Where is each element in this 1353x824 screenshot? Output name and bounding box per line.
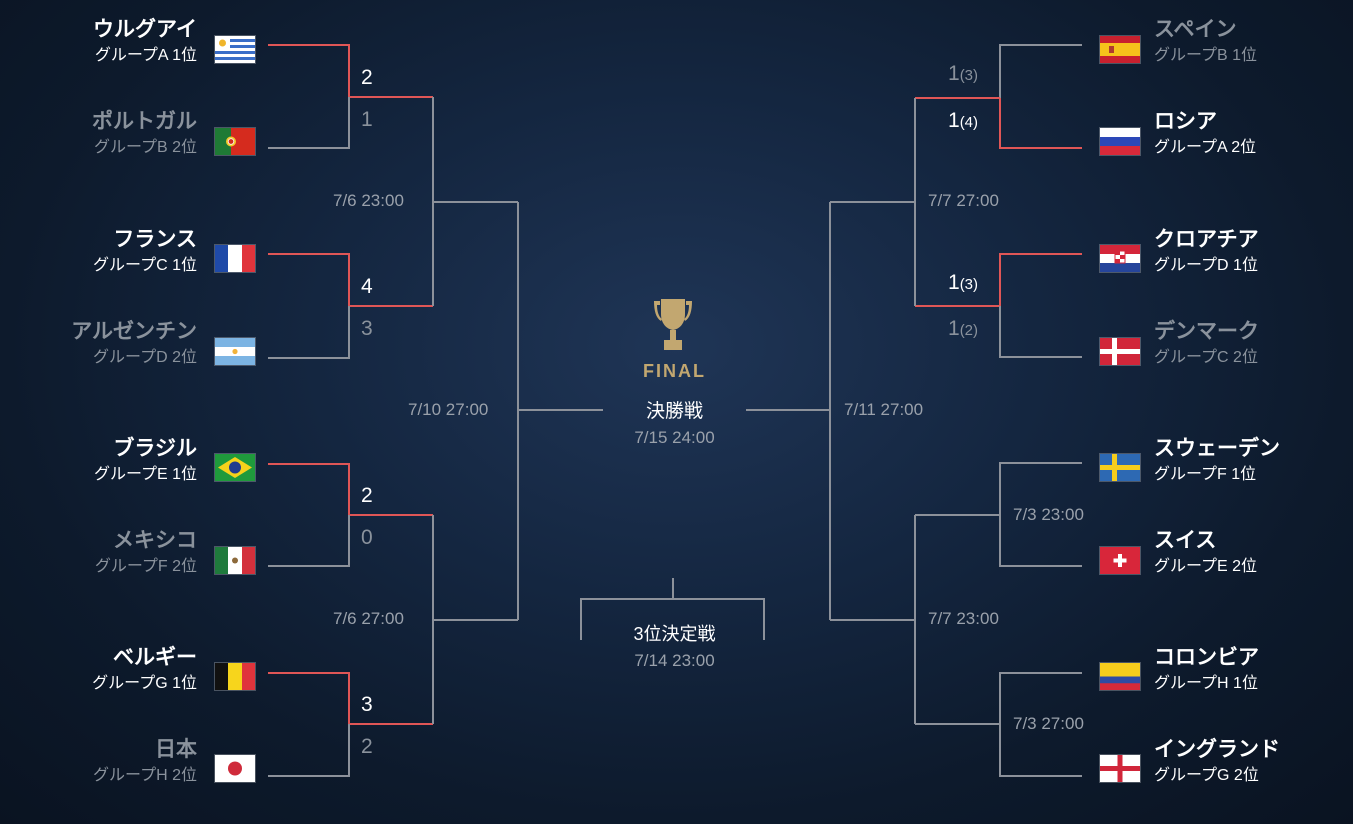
team-name: スウェーデン	[1154, 437, 1280, 460]
switzerland-flag	[1099, 546, 1141, 575]
team-denmark[interactable]: デンマーク グループC 2位	[1154, 320, 1344, 372]
match-time-qf-left-bottom: 7/6 27:00	[333, 609, 404, 628]
score-portugal: 1	[361, 108, 373, 131]
sweden-flag	[1099, 453, 1141, 482]
brazil-flag	[214, 453, 256, 482]
match-time-sf-left: 7/10 27:00	[408, 400, 489, 419]
final-title: 決勝戦	[645, 401, 703, 422]
team-uruguay[interactable]: ウルグアイ グループA 1位	[0, 18, 197, 70]
japan-flag	[214, 754, 256, 783]
team-name: ブラジル	[113, 437, 197, 460]
denmark-flag	[1099, 337, 1141, 366]
team-name: スイス	[1154, 529, 1217, 552]
portugal-flag	[214, 127, 256, 156]
team-group: グループF 2位	[94, 558, 197, 575]
match-time-qf-right-bottom: 7/7 23:00	[928, 609, 999, 628]
score-mexico: 0	[361, 526, 373, 549]
trophy-icon	[650, 296, 696, 354]
score-argentina: 3	[361, 317, 373, 340]
france-flag	[214, 244, 256, 273]
score-japan: 2	[361, 735, 373, 758]
team-colombia[interactable]: コロンビア グループH 1位	[1154, 646, 1344, 698]
team-mexico[interactable]: メキシコ グループF 2位	[0, 529, 197, 581]
match-time-r16-col-eng: 7/3 27:00	[1013, 714, 1084, 733]
final-time: 7/15 24:00	[634, 428, 715, 447]
team-group: グループE 1位	[93, 466, 197, 483]
score-france: 4	[361, 275, 373, 298]
team-name: デンマーク	[1154, 320, 1259, 343]
score-russia: 1(4)	[948, 109, 978, 135]
match-time-r16-swe-sui: 7/3 23:00	[1013, 505, 1084, 524]
team-belgium[interactable]: ベルギー グループG 1位	[0, 646, 197, 698]
match-time-qf-right-top: 7/7 27:00	[928, 191, 999, 210]
team-brazil[interactable]: ブラジル グループE 1位	[0, 437, 197, 489]
score-value: 1	[948, 109, 960, 132]
team-group: グループG 2位	[1154, 767, 1259, 784]
uruguay-flag	[214, 35, 256, 64]
team-group: グループH 1位	[1154, 675, 1258, 692]
russia-flag	[1099, 127, 1141, 156]
team-group: グループA 2位	[1154, 139, 1257, 156]
team-group: グループD 1位	[1154, 257, 1258, 274]
team-name: 日本	[155, 738, 197, 761]
team-name: ウルグアイ	[93, 18, 197, 41]
match-time-qf-left-top: 7/6 23:00	[333, 191, 404, 210]
team-name: ロシア	[1154, 110, 1217, 133]
team-name: フランス	[113, 228, 197, 251]
team-france[interactable]: フランス グループC 1位	[0, 228, 197, 280]
team-name: ポルトガル	[92, 110, 197, 133]
third-place-time: 7/14 23:00	[634, 651, 715, 670]
penalty-score: (4)	[959, 114, 979, 131]
team-japan[interactable]: 日本 グループH 2位	[0, 738, 197, 790]
belgium-flag	[214, 662, 256, 691]
score-uruguay: 2	[361, 66, 373, 89]
score-value: 1	[948, 271, 960, 294]
score-belgium: 3	[361, 693, 373, 716]
colombia-flag	[1099, 662, 1141, 691]
score-value: 1	[948, 317, 960, 340]
team-group: グループG 1位	[92, 675, 197, 692]
argentina-flag	[214, 337, 256, 366]
team-group: グループB 1位	[1154, 47, 1258, 64]
match-time-sf-right: 7/11 27:00	[844, 400, 924, 419]
team-group: グループH 2位	[93, 767, 197, 784]
penalty-score: (3)	[959, 67, 979, 84]
team-group: グループB 2位	[93, 139, 197, 156]
team-switzerland[interactable]: スイス グループE 2位	[1154, 529, 1344, 581]
score-brazil: 2	[361, 484, 373, 507]
team-name: メキシコ	[113, 529, 197, 552]
team-name: クロアチア	[1154, 228, 1259, 251]
team-russia[interactable]: ロシア グループA 2位	[1154, 110, 1344, 162]
penalty-score: (2)	[959, 322, 979, 339]
final-label: FINAL	[643, 361, 706, 381]
team-sweden[interactable]: スウェーデン グループF 1位	[1154, 437, 1344, 489]
team-group: グループC 1位	[93, 257, 197, 274]
team-name: スペイン	[1154, 18, 1237, 41]
score-value: 1	[948, 62, 960, 85]
mexico-flag	[214, 546, 256, 575]
team-group: グループC 2位	[1154, 349, 1258, 366]
team-name: ベルギー	[113, 646, 197, 669]
team-name: アルゼンチン	[71, 320, 197, 343]
croatia-flag	[1099, 244, 1141, 273]
team-england[interactable]: イングランド グループG 2位	[1154, 738, 1344, 790]
england-flag	[1099, 754, 1141, 783]
score-spain: 1(3)	[948, 62, 978, 88]
team-group: グループE 2位	[1154, 558, 1258, 575]
penalty-score: (3)	[959, 276, 979, 293]
team-spain[interactable]: スペイン グループB 1位	[1154, 18, 1344, 70]
team-group: グループA 1位	[94, 47, 197, 64]
team-portugal[interactable]: ポルトガル グループB 2位	[0, 110, 197, 162]
score-denmark: 1(2)	[948, 317, 978, 343]
team-argentina[interactable]: アルゼンチン グループD 2位	[0, 320, 197, 372]
score-croatia: 1(3)	[948, 271, 978, 297]
team-croatia[interactable]: クロアチア グループD 1位	[1154, 228, 1344, 280]
team-name: イングランド	[1154, 738, 1280, 761]
third-place-title: 3位決定戦	[633, 624, 716, 644]
team-group: グループF 1位	[1154, 466, 1257, 483]
team-name: コロンビア	[1154, 646, 1259, 669]
team-group: グループD 2位	[93, 349, 197, 366]
spain-flag	[1099, 35, 1141, 64]
